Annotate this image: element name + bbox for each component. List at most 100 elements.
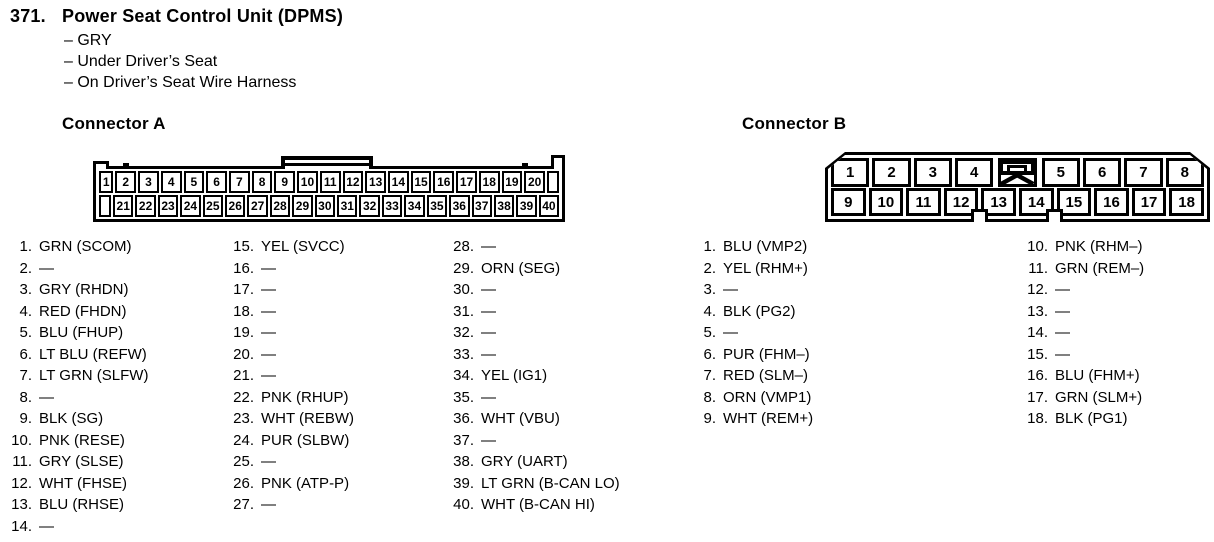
pin-label: — (39, 517, 54, 535)
pin-row: 14. — (1018, 322, 1144, 344)
pin-row: 38. GRY (UART) (444, 451, 620, 473)
connector-a-pin-cavity: 13 (365, 171, 386, 193)
pin-label: — (261, 259, 276, 277)
pin-label: BLK (PG1) (1055, 410, 1128, 428)
component-detail-line: – Under Driver’s Seat (64, 53, 218, 70)
pin-label: BLU (RHSE) (39, 496, 125, 514)
connector-b-pin-cavity: 6 (1082, 158, 1122, 187)
pin-number: 4. (19, 302, 32, 320)
pin-row: 19. — (224, 322, 354, 344)
pin-number: 9. (19, 410, 32, 428)
pin-row: 10. PNK (RHM–) (1018, 236, 1144, 258)
item-number: 371. (10, 6, 46, 26)
connector-b-key-notch (1046, 209, 1063, 222)
component-detail-line: – On Driver’s Seat Wire Harness (64, 74, 297, 91)
pin-row: 16. — (224, 258, 354, 280)
pin-number: 3. (703, 281, 716, 299)
pin-label: — (723, 281, 738, 299)
pin-row: 16. BLU (FHM+) (1018, 365, 1144, 387)
pin-number: 5. (703, 324, 716, 342)
connector-a-pin-cavity: 17 (456, 171, 477, 193)
pin-row: 10. PNK (RESE) (2, 430, 148, 452)
pin-row: 7. LT GRN (SLFW) (2, 365, 148, 387)
pin-row: 15. YEL (SVCC) (224, 236, 354, 258)
connector-a-pin-cavity: 24 (180, 195, 201, 217)
pin-number: 23. (233, 410, 254, 428)
pin-label: — (39, 259, 54, 277)
pin-row: 4. BLK (PG2) (686, 301, 813, 323)
pin-row: 29. ORN (SEG) (444, 258, 620, 280)
connector-a-pin-cavity: 12 (342, 171, 364, 193)
pin-row: 11. GRY (SLSE) (2, 451, 148, 473)
pin-label: PNK (ATP-P) (261, 474, 350, 492)
pin-number: 14. (11, 517, 32, 535)
pin-row: 11. GRN (REM–) (1018, 258, 1144, 280)
pin-number: 7. (703, 367, 716, 385)
connector-a-pin-cavity: 25 (202, 195, 224, 217)
pin-number: 31. (453, 302, 474, 320)
pin-label: — (723, 324, 738, 342)
connector-a-pin-list-col2: 15. YEL (SVCC) 16. — 17. — 18. — 19. — 2… (224, 236, 354, 516)
pin-number: 12. (11, 474, 32, 492)
connector-a-pin-cavity: 40 (538, 195, 560, 217)
connector-a-pin-cavity: 14 (387, 171, 409, 193)
pin-number: 37. (453, 431, 474, 449)
pin-row: 23. WHT (REBW) (224, 408, 354, 430)
connector-b-heading: Connector B (742, 114, 847, 133)
pin-label: PNK (RESE) (39, 431, 125, 449)
pin-label: — (1055, 281, 1070, 299)
pin-number: 29. (453, 259, 474, 277)
connector-b-pin-cavity: 3 (913, 158, 952, 187)
pin-label: — (481, 345, 496, 363)
connector-a-pin-cavity: 30 (314, 195, 336, 217)
pin-number: 10. (11, 431, 32, 449)
pin-number: 2. (19, 259, 32, 277)
connector-b-diagram: 1 2 3 4 5 6 (825, 152, 1210, 222)
pin-number: 28. (453, 238, 474, 256)
pin-row: 14. — (2, 516, 148, 538)
pin-label: WHT (B-CAN HI) (481, 496, 595, 514)
pin-label: — (481, 281, 496, 299)
pin-label: GRN (REM–) (1055, 259, 1145, 277)
connector-a-left-bump (123, 163, 129, 169)
pin-row: 18. — (224, 301, 354, 323)
pin-row: 28. — (444, 236, 620, 258)
connector-b-key-notch (971, 209, 988, 222)
pin-number: 7. (19, 367, 32, 385)
pin-number: 4. (703, 302, 716, 320)
pin-row: 1. BLU (VMP2) (686, 236, 813, 258)
pin-label: — (481, 324, 496, 342)
pin-row: 37. — (444, 430, 620, 452)
pin-row: 9. WHT (REM+) (686, 408, 813, 430)
connector-a-pin-cavity: 21 (113, 195, 134, 217)
pin-row: 21. — (224, 365, 354, 387)
connector-a-pin-cavity: 3 (138, 171, 159, 193)
pin-number: 13. (1027, 302, 1048, 320)
pin-number: 22. (233, 388, 254, 406)
connector-a-pin-cavity: 37 (471, 195, 492, 217)
connector-a-pin-list-col3: 28. — 29. ORN (SEG) 30. — 31. — 32. — 33… (444, 236, 620, 516)
connector-b-pin-cavity: 10 (868, 188, 904, 216)
pin-label: WHT (REBW) (261, 410, 355, 428)
connector-a-pin-cavity: 15 (410, 171, 432, 193)
component-details: – GRY – Under Driver’s Seat – On Driver’… (64, 30, 296, 93)
pin-label: — (261, 302, 276, 320)
pin-number: 18. (1027, 410, 1048, 428)
pin-row: 5. BLU (FHUP) (2, 322, 148, 344)
connector-a-pin-list-col1: 1. GRN (SCOM) 2. — 3. GRY (RHDN) 4. RED … (2, 236, 148, 537)
pin-row: 30. — (444, 279, 620, 301)
pin-number: 9. (703, 410, 716, 428)
pin-label: BLU (FHUP) (39, 324, 124, 342)
pin-label: WHT (FHSE) (39, 474, 128, 492)
connector-a-pin-cavity: 38 (493, 195, 515, 217)
pin-label: — (1055, 302, 1070, 320)
pin-label: — (481, 302, 496, 320)
pin-label: WHT (VBU) (481, 410, 560, 428)
connector-b-top-row: 1 2 3 4 5 6 (828, 155, 1207, 187)
connector-a-pin-cavity: 9 (274, 171, 296, 193)
pin-label: GRN (SCOM) (39, 238, 132, 256)
pin-label: BLK (SG) (39, 410, 104, 428)
pin-label: LT GRN (B-CAN LO) (481, 474, 620, 492)
connector-b-bottom-row: 9 10 11 12 13 14 15 16 17 18 (828, 187, 1207, 219)
pin-row: 27. — (224, 494, 354, 516)
